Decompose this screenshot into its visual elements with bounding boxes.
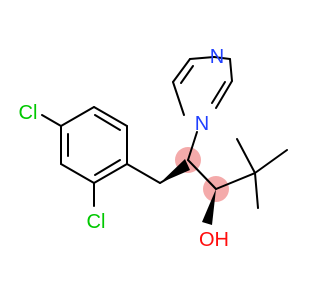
ring-bond <box>229 58 233 82</box>
ring-double-bond <box>211 81 226 104</box>
ring-to-ch2-bond <box>126 163 161 184</box>
tbutyl-methyl-bond <box>254 149 288 174</box>
wedge-bond-ch2 <box>160 159 190 183</box>
ring-double-bond <box>94 114 121 131</box>
ring-bond <box>93 106 128 127</box>
cl-para-bond <box>41 114 62 127</box>
ring-double-bond <box>94 159 121 176</box>
ring-bond <box>93 163 128 184</box>
c-to-tbutyl-bond <box>215 172 256 190</box>
dichlorophenyl-ring <box>60 106 128 184</box>
wedge-bond-hydroxyl <box>202 189 216 225</box>
c-to-triazole-bond <box>187 131 198 161</box>
ring-bond <box>213 56 231 60</box>
ring-double-bond <box>180 65 194 84</box>
tbutyl-methyl-bond <box>254 172 259 209</box>
ring-bond <box>172 58 191 83</box>
ring-bond <box>60 106 95 127</box>
ring-bond <box>189 56 215 60</box>
tbutyl-methyl-bond <box>236 138 256 174</box>
triazole-n4-label: N <box>210 46 224 68</box>
chemical-structure: Cl Cl OH N N <box>19 46 288 251</box>
triazole-ring <box>172 56 233 116</box>
ring-bond <box>215 80 233 109</box>
stereocenter-bond <box>187 159 217 190</box>
ring-bond <box>60 163 95 184</box>
chlorine-para-label: Cl <box>19 102 38 124</box>
triazole-n1-label: N <box>195 113 209 135</box>
hydroxyl-label: OH <box>199 229 229 251</box>
chlorine-ortho-label: Cl <box>87 211 106 233</box>
ring-bond <box>172 81 185 116</box>
